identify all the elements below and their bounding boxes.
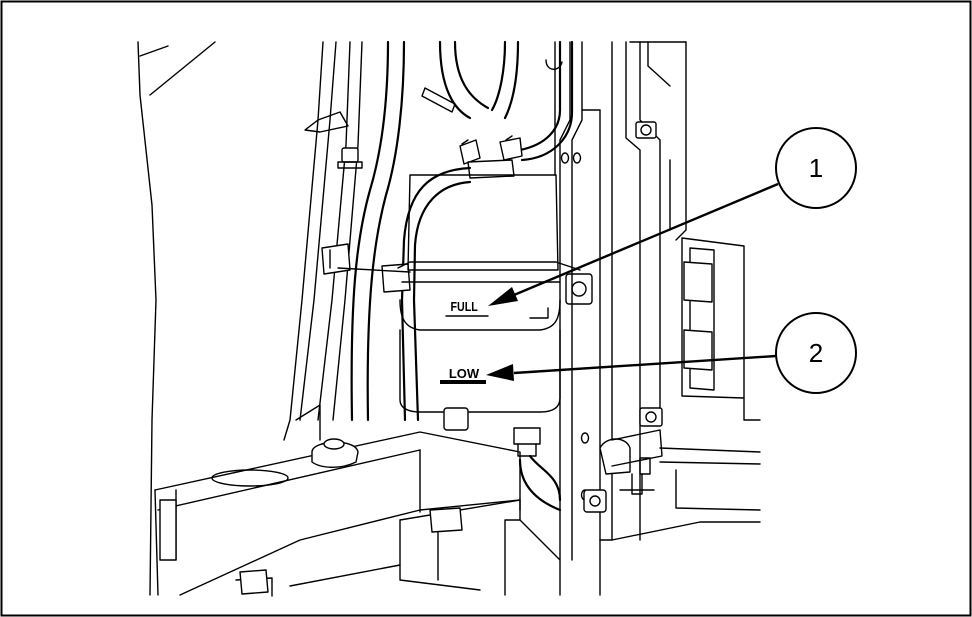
callout-2-leader [486, 354, 777, 381]
full-mark-text: FULL [451, 299, 478, 314]
callout-2-number: 2 [809, 338, 823, 368]
machine-linework [137, 40, 761, 597]
callout-1-number: 1 [809, 153, 823, 183]
callout-2: 2 [775, 312, 857, 394]
low-level-mark: LOW [440, 366, 486, 384]
callout-1: 1 [775, 127, 857, 209]
full-level-mark: FULL [445, 299, 489, 317]
callout-1-leader [488, 182, 779, 306]
low-mark-text: LOW [449, 366, 480, 381]
